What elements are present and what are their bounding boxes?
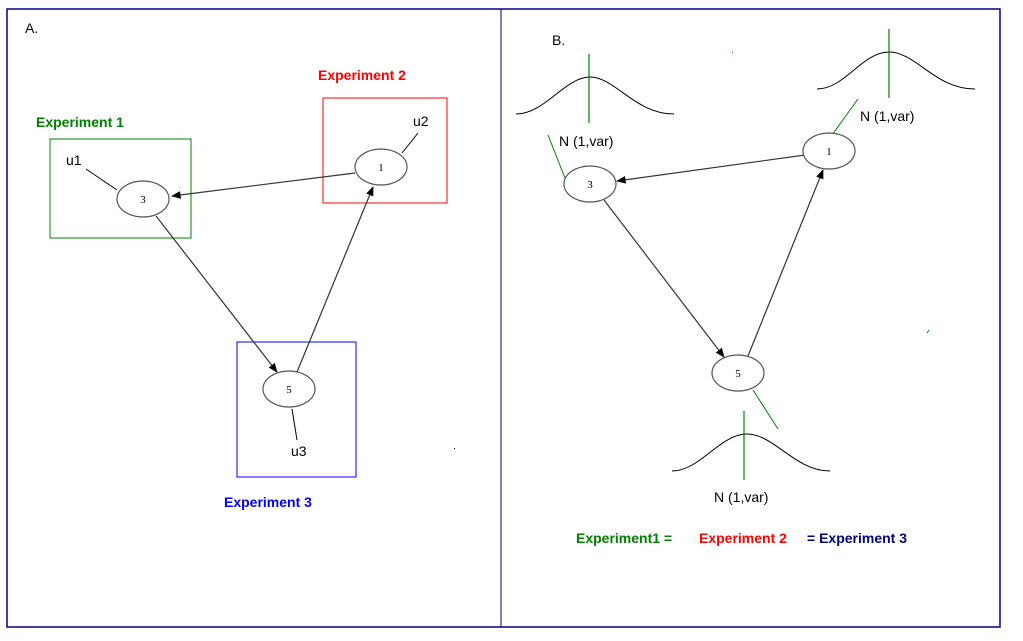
equation-experiment-3: = Experiment 3 (807, 530, 907, 546)
gaussian-connector (752, 389, 779, 430)
node-1: 1 (802, 132, 856, 170)
node-1-label: 1 (378, 162, 384, 174)
stray-dot (454, 448, 455, 449)
edge-1-to-3 (616, 154, 806, 184)
gaussian-node-3: N (1,var) (515, 54, 675, 179)
node-5: 5 (711, 354, 765, 392)
experiment-2-box (322, 97, 448, 204)
gaussian-connector (831, 98, 859, 136)
experiment-2-label: Experiment 2 (318, 67, 406, 83)
edge-3-to-5 (155, 215, 278, 373)
stray-dot (732, 52, 733, 53)
distribution-label: N (1,var) (559, 133, 613, 149)
panel-b: B. N (1,var) N (1,var) N (1,var) (515, 29, 976, 546)
node-1: 1 (354, 148, 408, 186)
equation-experiment-1: Experiment1 = (576, 530, 672, 546)
experiment-3-box (236, 341, 357, 478)
experiment-3-label: Experiment 3 (224, 494, 312, 510)
experiment-1-label: Experiment 1 (36, 114, 124, 130)
edge-1-to-3 (171, 172, 356, 199)
node-5: 5 (262, 370, 316, 408)
panel-a: A. Experiment 1 u1 Experiment 2 u2 u3 Ex… (25, 20, 455, 510)
edge-5-to-1 (747, 169, 824, 357)
panel-a-label: A. (25, 20, 38, 36)
input-u2-label: u2 (413, 113, 429, 129)
gaussian-node-1: N (1,var) (816, 29, 976, 136)
node-5-label: 5 (735, 368, 741, 380)
gaussian-curve (515, 76, 675, 115)
node-3: 3 (563, 165, 617, 203)
panel-b-label: B. (552, 32, 565, 48)
experiment-1-box (49, 138, 192, 239)
gaussian-curve (816, 51, 976, 90)
node-3-label: 3 (140, 194, 146, 206)
equation-experiment-2: Experiment 2 (699, 530, 787, 546)
stray-mark (926, 329, 930, 334)
input-u1-label: u1 (66, 152, 82, 168)
gaussian-connector (547, 134, 566, 179)
node-3: 3 (116, 180, 170, 218)
gaussian-node-5: N (1,var) (671, 389, 831, 505)
outer-frame (6, 8, 1001, 628)
input-u3-label: u3 (291, 443, 307, 459)
edge-3-to-5 (603, 199, 725, 358)
gaussian-curve (671, 433, 831, 472)
edge-5-to-1 (296, 186, 374, 373)
input-u3-line (291, 408, 298, 441)
node-3-label: 3 (587, 179, 593, 191)
distribution-label: N (1,var) (860, 108, 914, 124)
input-u2-line (401, 132, 419, 154)
input-u1-line (85, 168, 118, 191)
node-5-label: 5 (286, 384, 292, 396)
node-1-label: 1 (826, 146, 832, 158)
distribution-label: N (1,var) (714, 489, 768, 505)
